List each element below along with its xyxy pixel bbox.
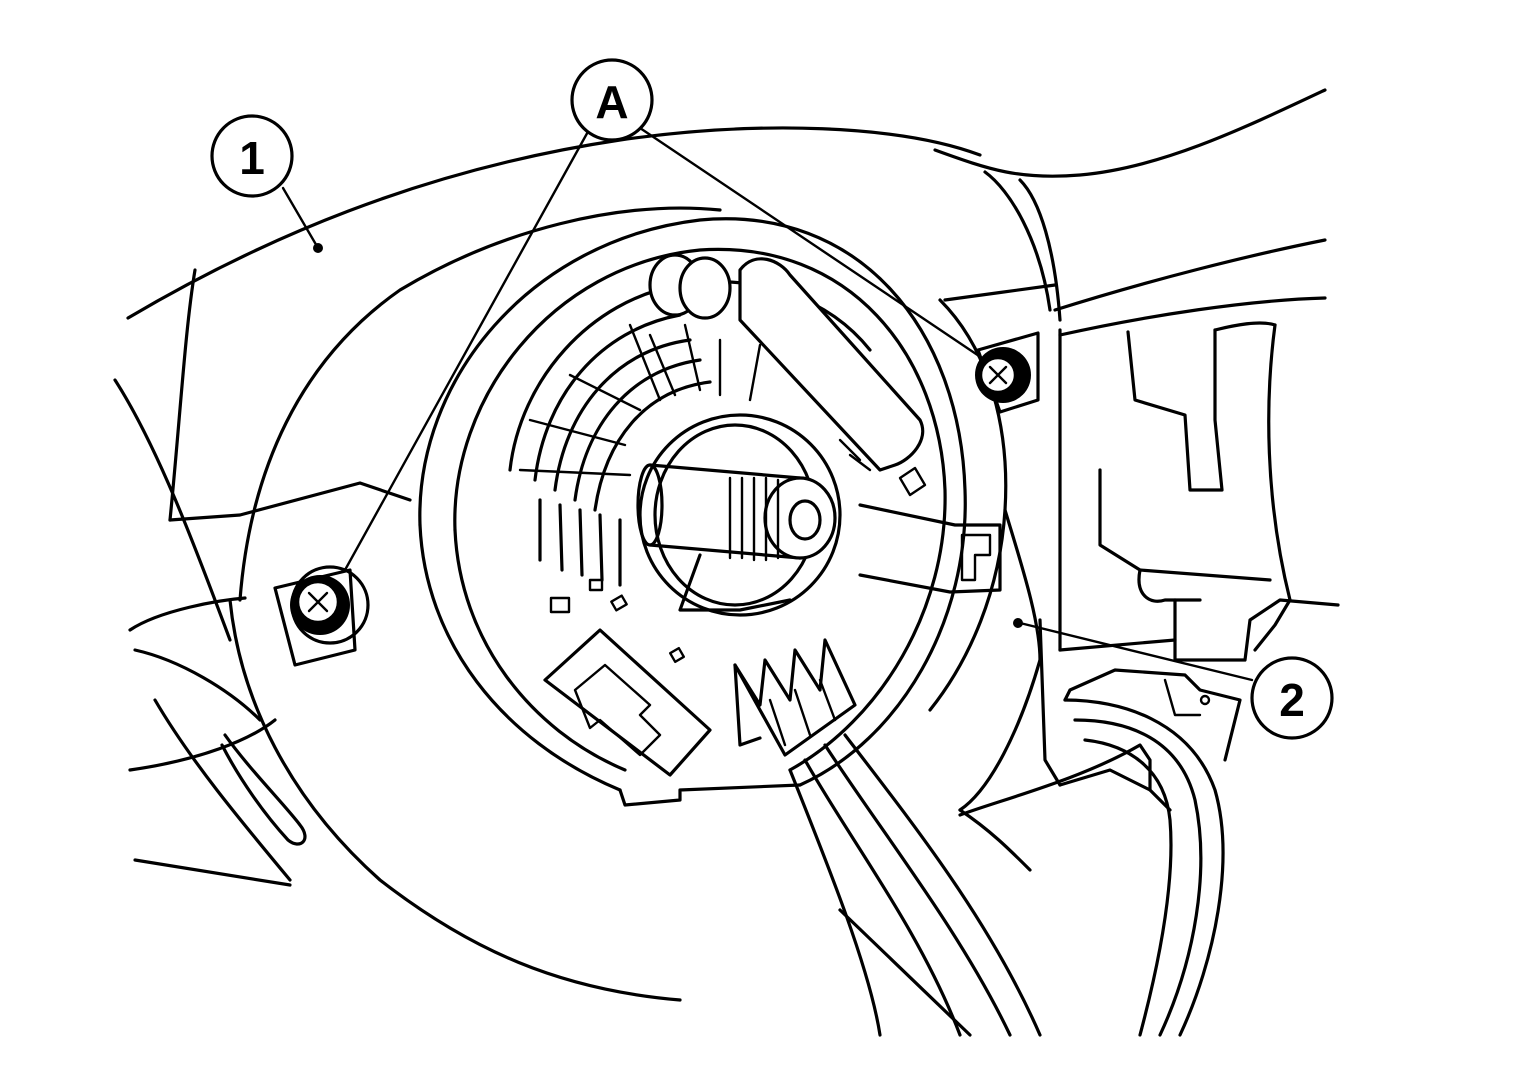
- callout-a: A: [570, 58, 654, 142]
- steering-shaft: [636, 413, 842, 617]
- column-cover-upper: [113, 126, 982, 1002]
- callout-2-label: 2: [1279, 674, 1305, 726]
- cover-slot: [220, 733, 307, 846]
- screw-right: [975, 331, 1040, 414]
- screw-left: [273, 565, 370, 667]
- callout-a-label: A: [595, 76, 628, 128]
- spiral-cable-tab: [858, 503, 1002, 594]
- combination-switch-housing: [933, 88, 1340, 662]
- lower-connector-right: [733, 638, 857, 757]
- small-tabs: [549, 578, 686, 664]
- cancel-cam-knobs: [648, 253, 927, 497]
- callout-leader-lines: [281, 126, 1254, 682]
- callout-1-label: 1: [239, 132, 265, 184]
- callout-1: 1: [210, 114, 294, 198]
- wiring-harness: [788, 668, 1242, 1037]
- spiral-cable-body: [418, 217, 1062, 812]
- callout-2: 2: [1250, 656, 1334, 740]
- lower-connector-left: [543, 628, 712, 777]
